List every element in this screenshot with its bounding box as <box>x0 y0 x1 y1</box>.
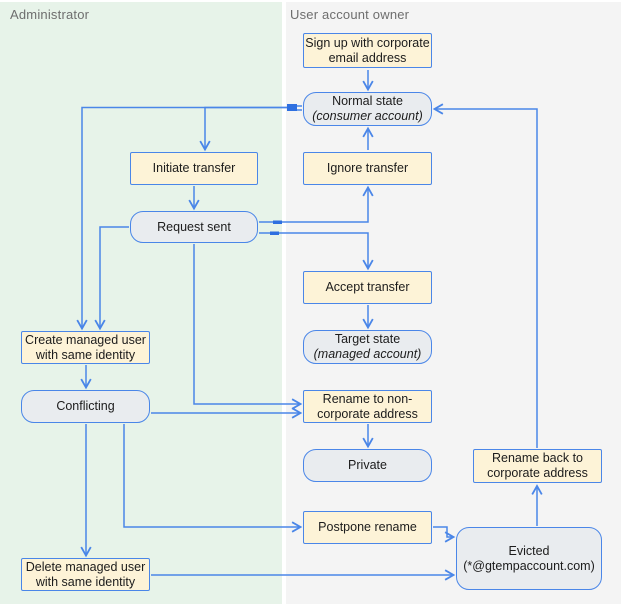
node-evicted-label-line: Evicted <box>508 543 550 558</box>
node-private: Private <box>303 449 432 482</box>
node-delete-managed-user-with-same-identity-label-line: with same identity <box>35 574 136 589</box>
edge-junction-marker <box>287 104 297 111</box>
node-request-sent: Request sent <box>130 211 258 243</box>
node-target-state-label-line: Target state <box>334 332 401 346</box>
edge-postpone-rename--to--evicted <box>433 526 456 543</box>
lane-label-user-account-owner: User account owner <box>290 7 410 22</box>
node-rename-to-non-corporate-address-label-line: corporate address <box>317 406 418 421</box>
node-sign-up-with-corporate-email-address-label-line: email address <box>328 50 407 65</box>
node-target-state-label-line: (managed account) <box>313 347 422 361</box>
node-postpone-rename-label-line: Postpone rename <box>318 520 417 534</box>
edge-request-sent--to--accept-transfer <box>259 232 374 271</box>
node-rename-to-non-corporate-address: Rename to non-corporate address <box>303 390 432 423</box>
node-conflicting-label-line: Conflicting <box>56 399 115 413</box>
node-create-managed-user-with-same-identity-label-line: with same identity <box>35 347 136 362</box>
edge-request-sent--to--ignore-transfer <box>259 185 374 223</box>
node-rename-to-non-corporate-address-label-line: Rename to non- <box>322 391 413 406</box>
node-ignore-transfer: Ignore transfer <box>303 152 432 185</box>
node-normal-state-label-line: Normal state <box>332 94 403 108</box>
node-ignore-transfer-label-line: Ignore transfer <box>326 161 409 175</box>
edge-junction-marker <box>270 231 279 235</box>
node-evicted: Evicted(*@gtempaccount.com) <box>456 527 602 590</box>
edge-normal-state--to--initiate-transfer <box>199 106 302 152</box>
node-postpone-rename: Postpone rename <box>303 511 432 544</box>
lane-administrator <box>0 2 282 604</box>
node-rename-back-to-corporate-address-label-line: corporate address <box>487 466 588 480</box>
node-create-managed-user-with-same-identity-label-line: Create managed user <box>25 332 146 347</box>
node-target-state: Target state(managed account) <box>303 330 432 364</box>
node-evicted-label-line: (*@gtempaccount.com) <box>463 558 595 573</box>
node-conflicting: Conflicting <box>21 390 150 423</box>
node-normal-state-label-line: (consumer account) <box>312 109 423 123</box>
node-private-label-line: Private <box>348 458 387 472</box>
node-request-sent-label-line: Request sent <box>157 219 231 234</box>
edge-request-sent--to--create-managed-user-with-same-identity <box>94 226 129 331</box>
edge-junction-marker <box>273 220 282 224</box>
node-normal-state: Normal state(consumer account) <box>303 92 432 126</box>
node-initiate-transfer: Initiate transfer <box>130 152 258 185</box>
edge-request-sent--to--rename-to-non-corporate-address <box>193 244 303 410</box>
node-initiate-transfer-label-line: Initiate transfer <box>152 161 236 175</box>
edge-rename-back-to-corporate-address--to--normal-state <box>432 103 538 448</box>
lane-label-administrator: Administrator <box>10 7 90 22</box>
node-sign-up-with-corporate-email-address-label-line: Sign up with corporate <box>305 35 430 50</box>
node-rename-back-to-corporate-address-label-line: Rename back to <box>491 451 584 465</box>
node-accept-transfer-label-line: Accept transfer <box>325 280 410 294</box>
node-accept-transfer: Accept transfer <box>303 271 432 304</box>
edge-conflicting--to--postpone-rename <box>123 424 303 533</box>
node-delete-managed-user-with-same-identity-label-line: Delete managed user <box>25 559 146 574</box>
